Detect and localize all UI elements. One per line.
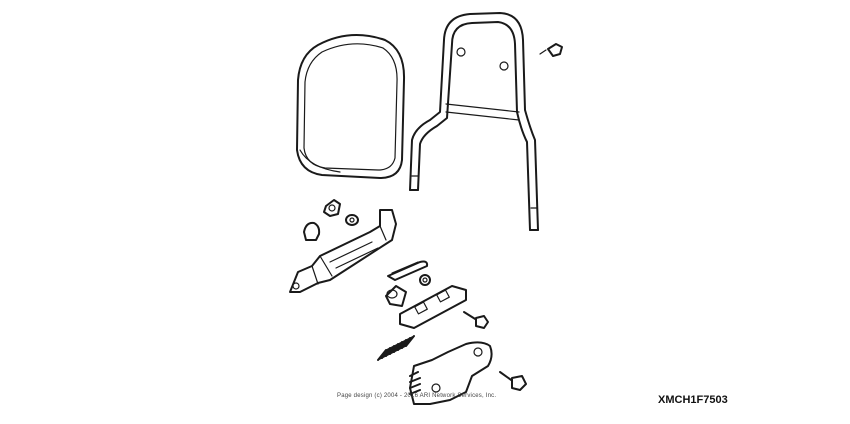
- lever-bolt[interactable]: [499, 371, 527, 391]
- latch-lever[interactable]: [409, 341, 493, 405]
- mounting-bracket[interactable]: [289, 209, 397, 293]
- lock-pin-clip[interactable]: [387, 260, 429, 281]
- coil-spring[interactable]: [377, 335, 415, 361]
- plate-bolt[interactable]: [463, 311, 489, 329]
- backrest-pad[interactable]: [296, 34, 406, 179]
- dome-nut[interactable]: [303, 221, 321, 241]
- lock-plate[interactable]: [399, 285, 467, 329]
- rubber-grommet[interactable]: [323, 199, 341, 217]
- washer[interactable]: [419, 274, 431, 286]
- collar-nut[interactable]: [345, 214, 359, 226]
- sissy-bar-frame[interactable]: [409, 12, 539, 231]
- spacer-collar[interactable]: [385, 285, 407, 307]
- figure-code: XMCH1F7503: [658, 394, 728, 406]
- frame-bolt[interactable]: [539, 43, 563, 57]
- copyright-text: Page design (c) 2004 - 2016 ARI Network …: [337, 393, 497, 399]
